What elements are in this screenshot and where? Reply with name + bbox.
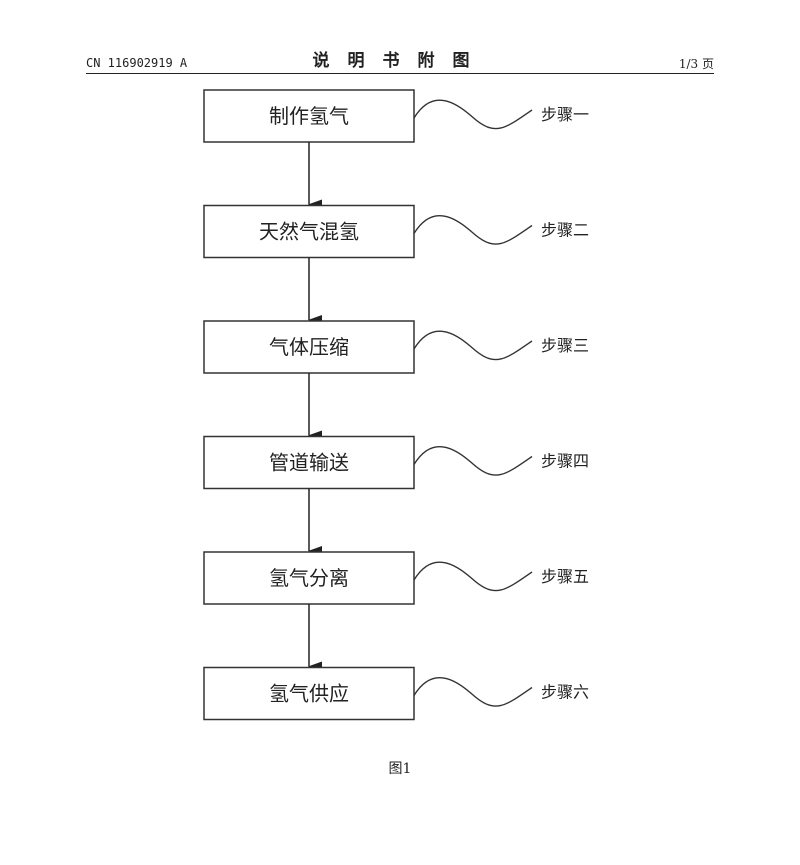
step-box-label: 氢气分离 — [269, 566, 349, 590]
step-label: 步骤五 — [541, 567, 589, 586]
leader-line — [413, 677, 533, 707]
page-number: 1/3 页 — [678, 57, 714, 71]
step-box — [203, 204, 415, 259]
header-rule — [86, 73, 714, 74]
step-box-label: 天然气混氢 — [259, 220, 359, 244]
page-title: 说明书附图 — [312, 51, 488, 71]
step-label: 步骤二 — [541, 221, 589, 240]
step-box — [203, 435, 415, 490]
step-box-label: 管道输送 — [269, 451, 349, 475]
leader-line — [413, 561, 533, 592]
publication-number: CN 116902919 A — [86, 56, 188, 70]
step-label: 步骤四 — [541, 452, 589, 471]
step-box-label: 氢气供应 — [269, 682, 349, 706]
leader-line — [413, 215, 533, 245]
step-box — [203, 89, 415, 143]
leader-line — [413, 99, 533, 130]
leader-line — [413, 330, 533, 361]
step-label: 步骤一 — [541, 105, 589, 124]
figure-caption: 图1 — [388, 761, 412, 777]
leader-line — [413, 446, 533, 476]
step-label: 步骤六 — [541, 683, 589, 702]
step-box — [203, 666, 415, 721]
step-box — [203, 551, 415, 605]
page-header: CN 116902919 A 说明书附图 1/3 页 — [86, 46, 714, 74]
step-box-label: 气体压缩 — [269, 335, 349, 359]
step-label: 步骤三 — [541, 336, 589, 355]
step-box-label: 制作氢气 — [269, 104, 349, 128]
